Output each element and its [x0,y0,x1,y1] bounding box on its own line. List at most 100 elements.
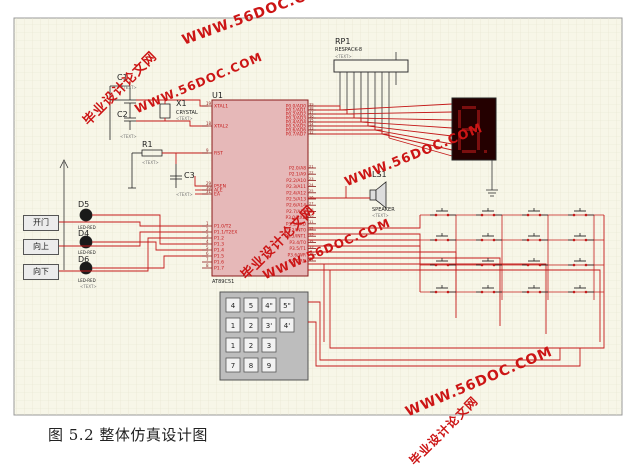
matrix-key-switch[interactable] [476,258,502,267]
keypad-key[interactable]: 2 [243,317,259,333]
keypad-key[interactable]: 4 [225,297,241,313]
matrix-key-switch[interactable] [568,233,594,242]
matrix-key-switch[interactable] [568,258,594,267]
matrix-key-switch[interactable] [430,208,456,217]
matrix-key-switch[interactable] [430,233,456,242]
c2-text: <TEXT> [120,134,137,139]
mcu-pin-number: 1 [206,221,209,226]
mcu-pin-number: 34 [309,122,314,126]
mcu-pin-number: 8 [206,263,209,268]
x1-text: <TEXT> [176,116,193,121]
mcu-pin-name: P2.5/A13 [286,197,306,203]
u1-type: AT89C51 [212,279,234,285]
keypad-key-label: 4' [284,322,290,330]
mcu-pin-name: P2.2/A10 [286,178,306,184]
ls1-ref: LS1 [372,170,387,179]
matrix-key-switch[interactable] [522,233,548,242]
keypad-key-label: 8 [249,362,253,370]
mcu-pin-number: 36 [309,114,314,118]
mcu-pin-number: 38 [309,106,314,110]
rp1-type: RESPACK-8 [335,47,362,53]
matrix-key-switch[interactable] [522,208,548,217]
keypad-key-label: 5" [283,302,291,310]
keypad-key[interactable]: 2 [243,337,259,353]
mcu-pin-number: 18 [206,121,212,126]
mcu-pin-number: 15 [309,245,314,249]
mcu-pin-name: P3.3/INT1 [285,234,306,240]
keypad-key-label: 9 [267,362,271,370]
mcu-pin-number: 6 [206,251,209,256]
keypad-key[interactable]: 4' [279,317,295,333]
mcu-pin-number: 10 [309,214,314,218]
keypad-key[interactable]: 5" [279,297,295,313]
mcu-pin-name: P0.1/AD1 [286,108,306,114]
mcu-pin-number: 11 [309,220,314,224]
button-led-wires [57,214,208,272]
schematic-grid [14,18,622,415]
mcu-pin-number: 21 [309,164,314,168]
keypad-key-label: 3 [267,342,271,350]
button-open-door[interactable]: 开门 [23,215,59,231]
button-up[interactable]: 向上 [23,239,59,255]
mcu-pin-name: P1.5 [214,254,224,260]
keypad-key[interactable]: 7 [225,357,241,373]
mcu-pin-name: P0.3/AD3 [286,116,306,122]
mcu-pin-name: P1.2 [214,236,224,242]
speaker-wires [308,186,370,199]
keypad-key-label: 1 [231,322,235,330]
keypad-key-label: 3' [266,322,272,330]
keyboard-wires [308,215,605,349]
keypad-key[interactable]: 1 [225,317,241,333]
mcu-pin-number: 16 [309,251,314,255]
mcu-pin-number: 33 [309,126,314,130]
keypad-key[interactable]: 5 [243,297,259,313]
keypad-wires [308,301,581,367]
matrix-key-switch[interactable] [522,258,548,267]
keypad-key[interactable]: 4" [261,297,277,313]
matrix-key-switch[interactable] [430,285,456,294]
keypad-key-label: 2 [249,322,253,330]
d6-text: <TEXT> [80,284,97,289]
mcu-pin-name: P2.6/A14 [286,203,306,209]
mcu-pin-name: P2.1/A9 [289,172,306,178]
mcu-pin-number: 25 [309,189,314,193]
mcu-pin-number: 3 [206,233,209,238]
mcu-pin-name: P0.4/AD4 [286,120,306,126]
matrix-key-switch[interactable] [476,208,502,217]
mcu-pin-number: 7 [206,257,209,262]
c1-text: <TEXT> [120,85,137,90]
keypad-key[interactable]: 8 [243,357,259,373]
mcu-pin-number: 28 [309,208,314,212]
matrix-key-switch[interactable] [430,258,456,267]
mcu-pin-number: 37 [309,110,314,114]
rp1-ref: RP1 [335,37,350,46]
matrix-key-switch[interactable] [568,208,594,217]
supply-line [59,159,69,270]
keypad-key[interactable]: 3 [261,337,277,353]
keypad-key[interactable]: 1 [225,337,241,353]
u1-ref: U1 [212,91,223,100]
mcu-pin-name: RST [214,151,223,157]
matrix-key-switch[interactable] [476,285,502,294]
mcu-pin-name: P1.0/T2 [214,224,231,230]
mcu-u1: U1 AT89C51 19XTAL118XTAL29RST29PSEN30ALE… [202,91,316,285]
c2-ref: C2 [117,110,128,119]
d4-ref: D4 [78,229,89,238]
mcu-pin-number: 29 [206,181,212,186]
mcu-pin-number: 23 [309,177,314,181]
mcu-pin-number: 31 [206,189,212,194]
mcu-pin-number: 27 [309,202,314,206]
r1-text: <TEXT> [142,160,159,165]
matrix-key-switch[interactable] [476,233,502,242]
mcu-pin-number: 26 [309,195,314,199]
mcu-pin-name: P3.2/INT0 [285,228,306,234]
matrix-key-switch[interactable] [522,285,548,294]
mcu-pin-number: 32 [309,130,314,134]
button-down[interactable]: 向下 [23,264,59,280]
keypad-key[interactable]: 3' [261,317,277,333]
mcu-pin-number: 4 [206,239,209,244]
matrix-key-switch[interactable] [568,285,594,294]
d5-type: LED-RED [78,225,96,230]
keypad-key[interactable]: 9 [261,357,277,373]
mcu-pin-name: P0.6/AD6 [286,128,306,134]
